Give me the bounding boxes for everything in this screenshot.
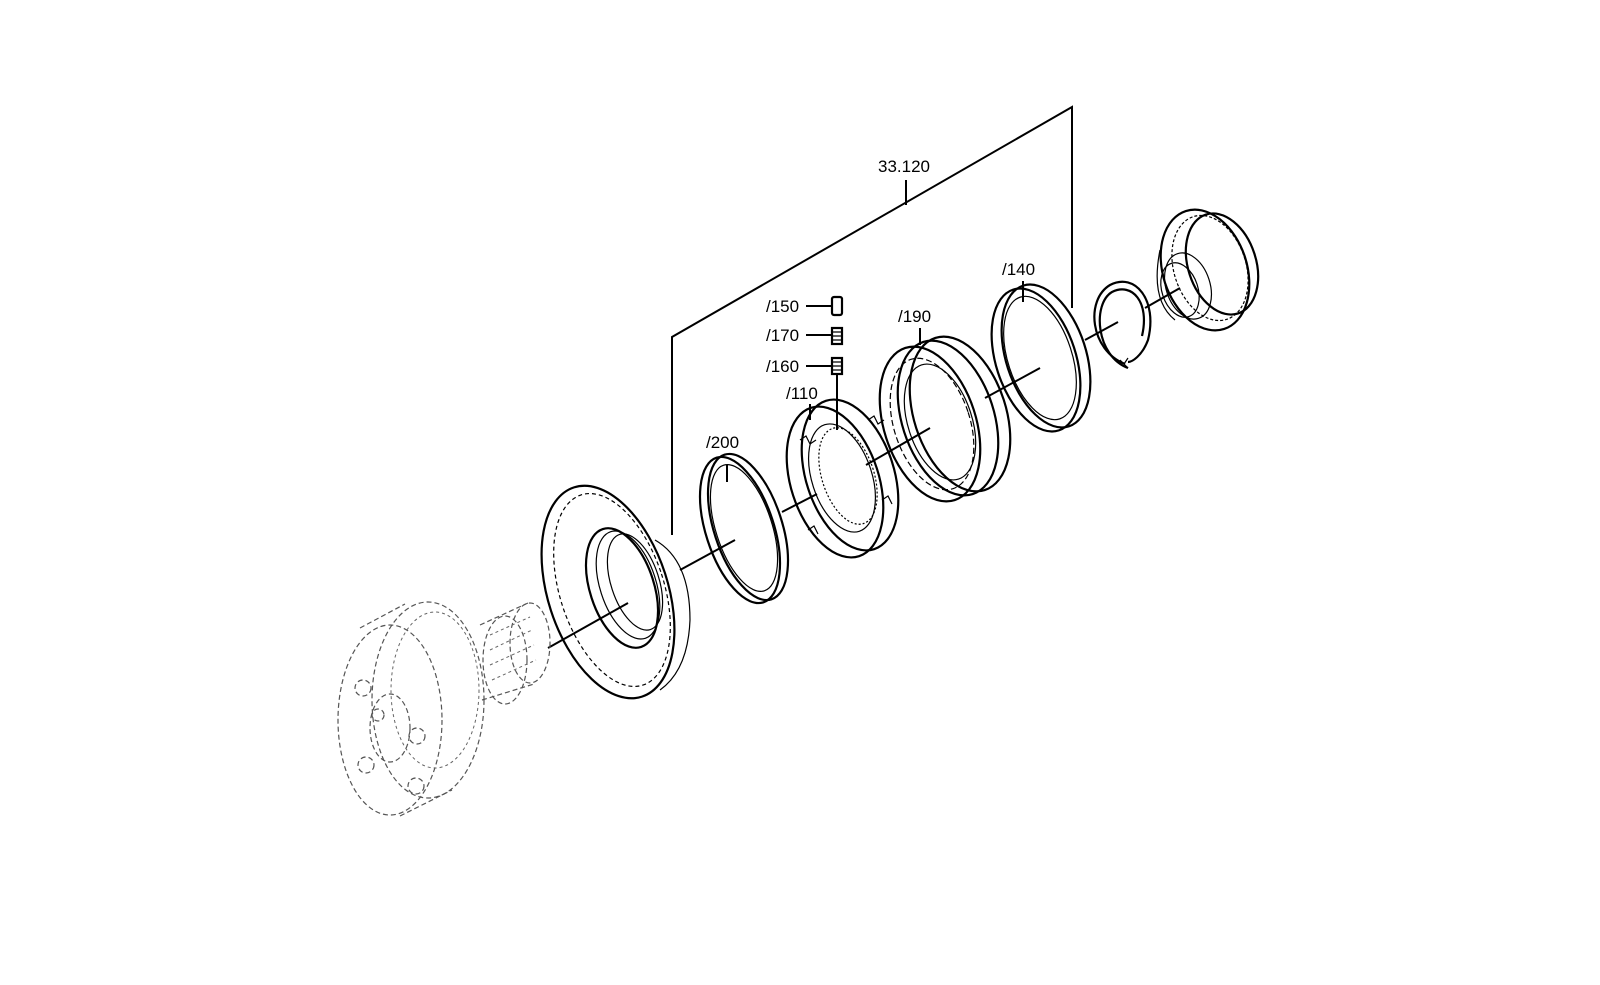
synchro-ring-140 (990, 281, 1092, 433)
sliding-sleeve-190 (878, 328, 1012, 503)
axis-line (547, 287, 1181, 649)
detent-parts (806, 295, 844, 430)
callout-190: /190 (898, 307, 931, 326)
callout-170: /170 (766, 326, 799, 345)
assembly-bracket (671, 105, 1073, 535)
callout-150: /150 (766, 297, 799, 316)
callout-110: /110 (786, 384, 818, 403)
synchro-ring-200 (698, 452, 790, 605)
callout-200: /200 (706, 433, 739, 452)
output-shaft-dashed (337, 601, 551, 817)
synchro-hub-110 (785, 398, 900, 559)
gear-clutch-body (1156, 208, 1260, 332)
assembly-label: 33.120 (878, 157, 930, 176)
callout-160: /160 (766, 357, 799, 376)
clutch-body-disc (540, 484, 691, 700)
callout-140: /140 (1002, 260, 1035, 279)
snap-ring (1093, 280, 1152, 370)
